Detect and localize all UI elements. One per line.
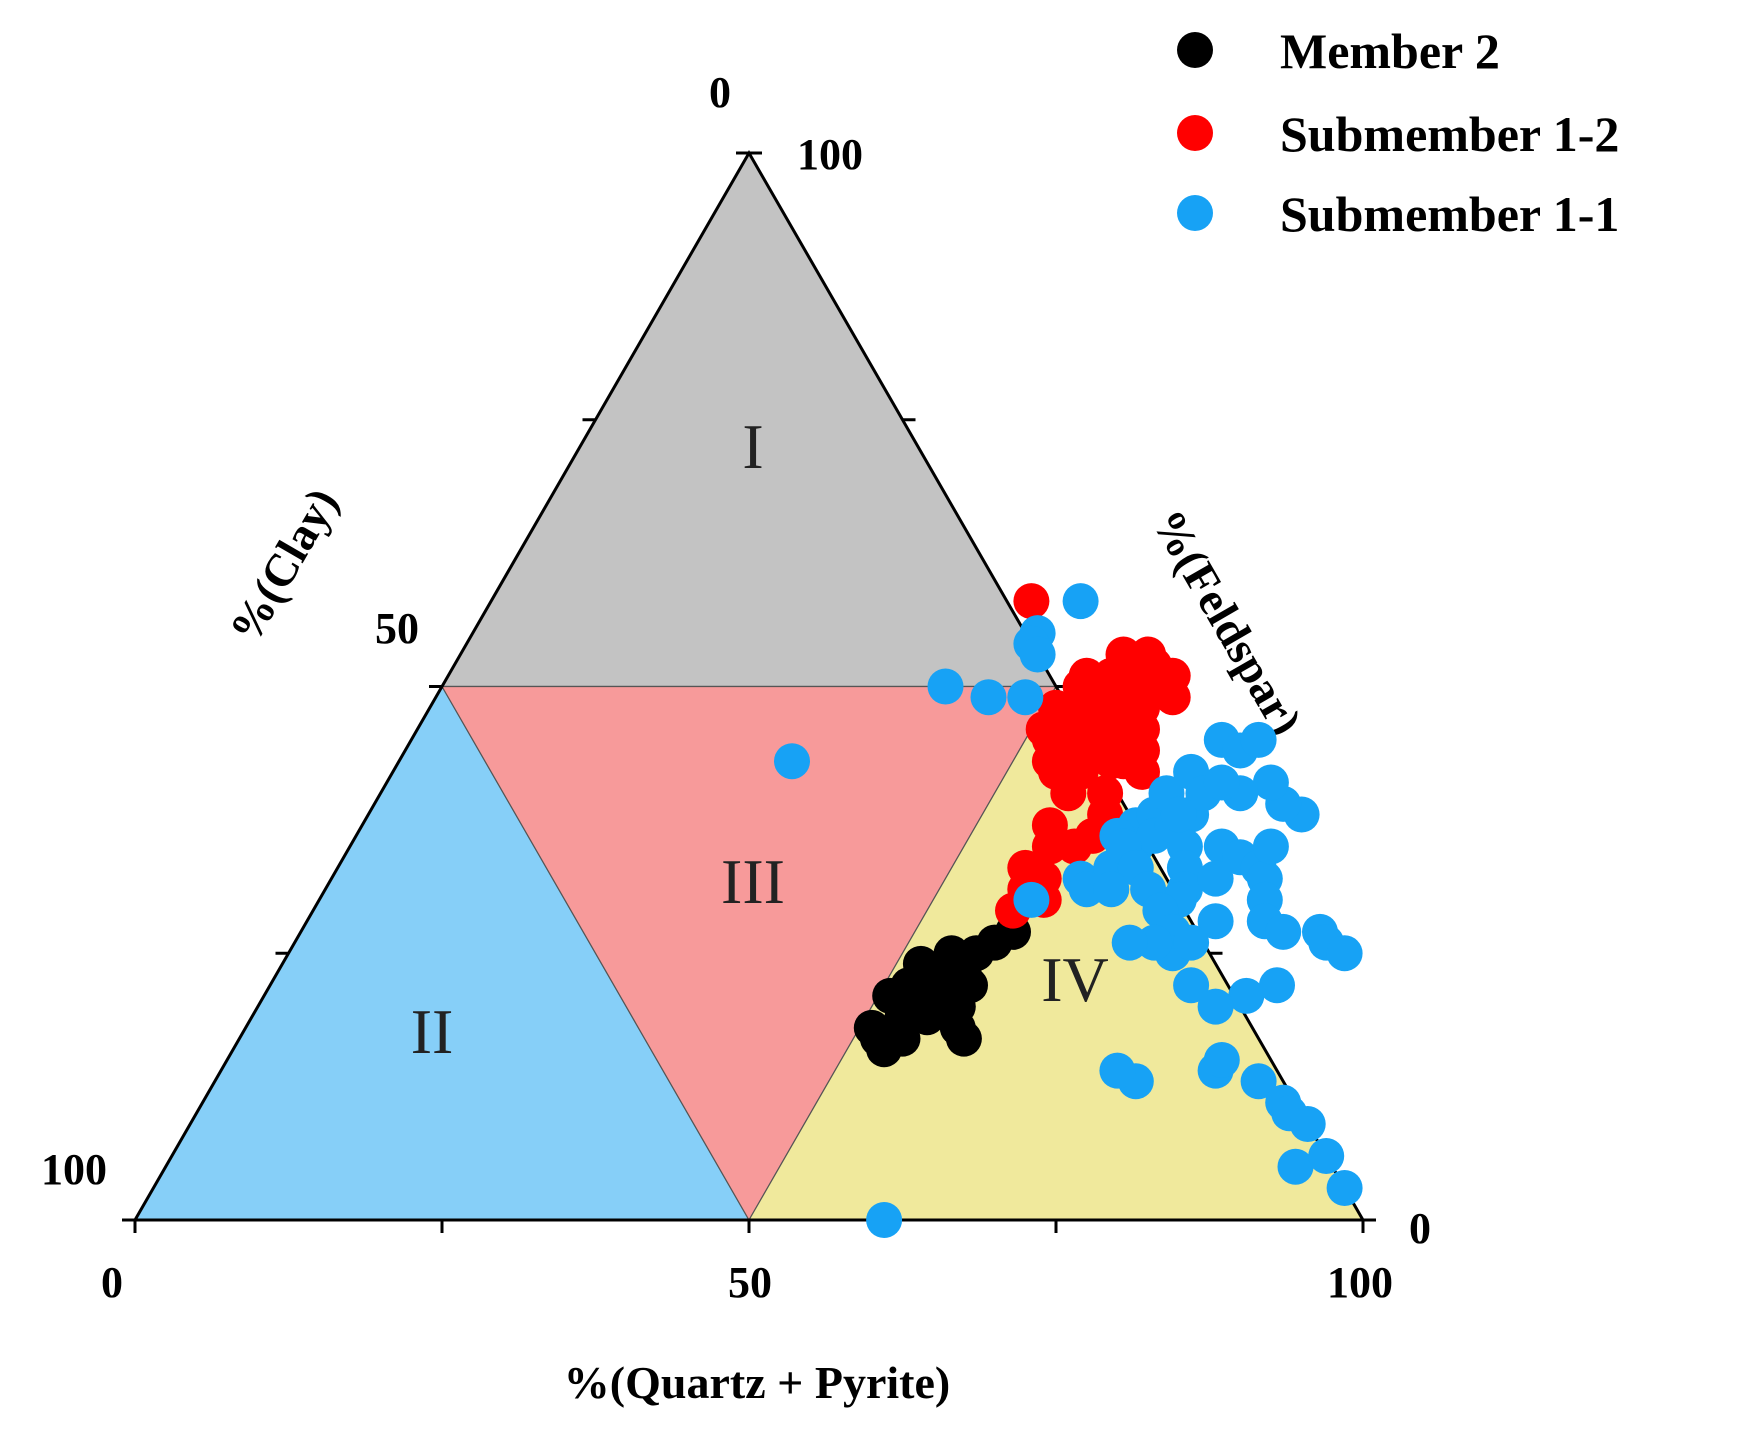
point-submember-1-2-47: [1062, 753, 1099, 790]
point-submember-1-2-46: [1136, 668, 1173, 705]
region-label-iii: III: [721, 846, 785, 917]
left-tick-label-50: 50: [375, 604, 419, 653]
legend-label-member-2: Member 2: [1280, 23, 1500, 79]
legend: Member 2 Submember 1-2 Submember 1-1: [1177, 23, 1619, 242]
point-submember-1-2-43: [1068, 657, 1105, 694]
point-submember-1-1-3: [1019, 636, 1056, 673]
point-submember-1-2-40: [1105, 743, 1142, 780]
point-submember-1-1-44: [1160, 796, 1197, 833]
point-submember-1-2-0: [1013, 583, 1050, 620]
point-submember-1-1-35: [1259, 967, 1295, 1004]
point-submember-1-1-8: [866, 1202, 903, 1238]
bottom-tick-label-0: 0: [101, 1258, 123, 1307]
point-submember-1-1-70: [1252, 764, 1289, 801]
point-submember-1-1-6: [1007, 679, 1044, 716]
point-submember-1-1-9: [1013, 881, 1050, 918]
point-submember-1-1-36: [1228, 977, 1265, 1014]
point-submember-1-2-27: [1031, 721, 1068, 758]
bottom-tick-label-50: 50: [728, 1258, 772, 1307]
point-submember-1-1-64: [1099, 1052, 1136, 1089]
point-member-2-10: [958, 935, 995, 972]
point-submember-1-2-44: [1105, 636, 1142, 673]
point-submember-1-1-29: [1197, 903, 1234, 940]
left-tick-label-0: 0: [709, 68, 731, 117]
point-submember-1-1-5: [970, 679, 1007, 716]
point-submember-1-1-67: [1252, 828, 1289, 865]
point-submember-1-1-60: [1277, 1148, 1314, 1185]
region-label-iv: IV: [1041, 944, 1109, 1015]
legend-marker-submember-1-1: [1177, 195, 1213, 231]
point-submember-1-2-11: [1038, 689, 1074, 726]
point-submember-1-1-7: [774, 743, 810, 780]
point-submember-1-1-24: [1197, 860, 1234, 897]
bottom-axis-title: %(Quartz + Pyrite): [564, 1357, 950, 1408]
point-submember-1-1-53: [1197, 988, 1234, 1025]
point-submember-1-1-62: [1326, 1170, 1363, 1206]
legend-marker-submember-1-2: [1177, 115, 1213, 151]
regions-layer: [133, 151, 1365, 1222]
point-submember-1-1-11: [1068, 871, 1105, 908]
point-submember-1-2-45: [1130, 636, 1167, 673]
left-tick-label-100: 100: [41, 1145, 107, 1194]
legend-marker-member-2: [1177, 32, 1213, 68]
right-tick-label-0: 0: [1409, 1204, 1431, 1253]
point-submember-1-1-42: [1240, 721, 1277, 758]
point-submember-1-1-72: [1203, 764, 1240, 801]
point-member-2-15: [872, 977, 909, 1014]
point-submember-1-1-34: [1326, 935, 1363, 972]
legend-label-submember-1-1: Submember 1-1: [1280, 186, 1619, 242]
point-submember-1-1-61: [1308, 1138, 1345, 1174]
point-submember-1-1-73: [1093, 871, 1130, 908]
point-submember-1-1-55: [1203, 1042, 1240, 1078]
legend-label-submember-1-2: Submember 1-2: [1280, 106, 1619, 162]
point-submember-1-1-4: [927, 668, 964, 705]
point-submember-1-1-56: [1240, 1063, 1277, 1100]
ticks-layer: [122, 151, 1376, 1233]
point-member-2-24: [945, 1020, 982, 1057]
left-axis-title: %(Clay): [219, 479, 347, 651]
point-member-2-23: [933, 956, 970, 993]
point-submember-1-1-59: [1289, 1106, 1326, 1142]
point-member-2-19: [866, 1031, 903, 1068]
bottom-tick-label-100: 100: [1327, 1258, 1393, 1307]
right-tick-label-100: 100: [797, 130, 863, 179]
point-submember-1-1-31: [1265, 913, 1302, 950]
region-label-ii: II: [411, 996, 454, 1067]
point-submember-1-2-4: [1031, 807, 1068, 844]
region-label-i: I: [742, 411, 763, 482]
point-submember-1-1-51: [1173, 924, 1210, 961]
point-submember-1-1-52: [1173, 967, 1210, 1004]
point-submember-1-1-66: [1111, 924, 1148, 961]
point-submember-1-2-37: [1074, 817, 1111, 854]
points-layer: [774, 583, 1363, 1238]
series-submember-1-1: [774, 583, 1363, 1238]
point-member-2-16: [902, 945, 939, 982]
point-member-2-22: [909, 977, 946, 1014]
point-submember-1-1-0: [1062, 583, 1099, 620]
